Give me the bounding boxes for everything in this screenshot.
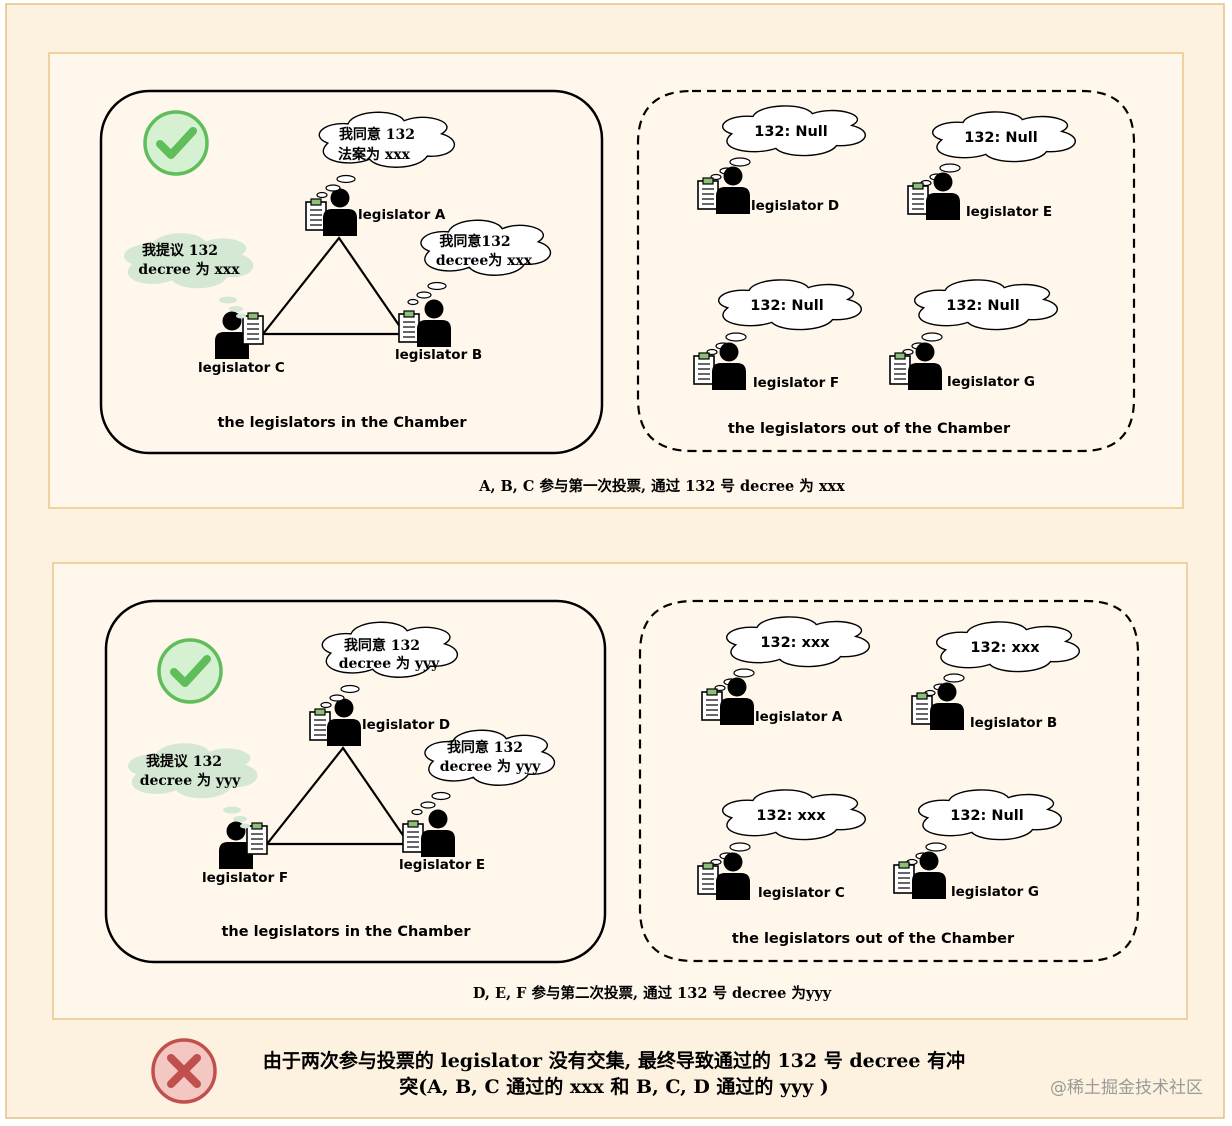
panel2-caption: D, E, F 参与第二次投票, 通过 132 号 decree 为yyy bbox=[473, 984, 832, 1002]
conclusion-line2: 突(A, B, C 通过的 xxx 和 B, C, D 通过的 yyy ) bbox=[399, 1075, 829, 1098]
panel1-thought-e: 132: Null bbox=[964, 130, 1038, 146]
panel1-chamber-box bbox=[99, 89, 604, 455]
panel1-thought-g: 132: Null bbox=[946, 298, 1020, 314]
check-circle-icon bbox=[157, 638, 223, 704]
panel1-thought-c-line2: decree 为 xxx bbox=[138, 261, 240, 278]
panel2-chamber-label: the legislators in the Chamber bbox=[221, 924, 471, 940]
panel2-thought-d-line2: decree 为 yyy bbox=[339, 655, 440, 672]
panel2-thought-d-line1: 我同意 132 bbox=[344, 637, 420, 654]
panel1-thought-c-line1: 我提议 132 bbox=[142, 243, 218, 259]
panel1-thought-b-line1: 我同意132 bbox=[439, 233, 510, 250]
panel2-triangle bbox=[264, 746, 412, 846]
panel1-legislator-c-label: legislator C bbox=[198, 360, 285, 376]
panel2-thought-e-line2: decree 为 yyy bbox=[440, 758, 541, 775]
panel1-outside-box bbox=[636, 89, 1136, 453]
panel1-thought-b-line2: decree为 xxx bbox=[436, 252, 533, 269]
panel2-outside-legislator-a-label: legislator A bbox=[755, 709, 843, 725]
panel2-outside-b: 132: xxx legislator B bbox=[912, 622, 1079, 731]
panel1-outside-legislator-d-label: legislator D bbox=[751, 198, 839, 214]
panel1-legislator-b-label: legislator B bbox=[395, 347, 482, 363]
panel2-thought-b: 132: xxx bbox=[970, 640, 1040, 656]
panel2-thought-d: 我同意 132 decree 为 yyy bbox=[321, 622, 457, 707]
panel1-legislator-a-label: legislator A bbox=[358, 207, 446, 223]
panel1-thought-a: 我同意 132 法案为 xxx bbox=[317, 112, 454, 197]
panel2-thought-e: 我同意 132 decree 为 yyy bbox=[412, 730, 554, 814]
panel1-thought-d: 132: Null bbox=[754, 124, 828, 140]
panel1-outside-legislator-e-label: legislator E bbox=[966, 204, 1052, 220]
panel2-thought-f: 我提议 132 decree 为 yyy bbox=[127, 743, 258, 829]
panel1-thought-a-line2: 法案为 xxx bbox=[338, 146, 411, 163]
panel1-thought-f: 132: Null bbox=[750, 298, 824, 314]
panel2-thought-f-line2: decree 为 yyy bbox=[140, 772, 241, 789]
panel2-outside-legislator-c-label: legislator C bbox=[758, 885, 845, 901]
watermark: @稀土掘金技术社区 bbox=[1050, 1078, 1203, 1098]
panel2-outside-g: 132: Null legislator G bbox=[894, 790, 1061, 900]
panel2-thought-c: 132: xxx bbox=[756, 808, 826, 824]
panel2-thought-g: 132: Null bbox=[950, 808, 1024, 824]
panel1-outside-legislator-f-label: legislator F bbox=[753, 375, 839, 391]
panel2-thought-f-line1: 我提议 132 bbox=[146, 754, 222, 770]
panel2-outside-box bbox=[638, 599, 1140, 963]
panel2-thought-a: 132: xxx bbox=[760, 635, 830, 651]
panel1-outside-d: 132: Null legislator D bbox=[698, 106, 865, 214]
cross-circle-icon bbox=[151, 1038, 217, 1104]
panel1-thought-b: 我同意132 decree为 xxx bbox=[408, 220, 550, 304]
panel1-thought-c: 我提议 132 decree 为 xxx bbox=[123, 233, 254, 319]
panel2-chamber-box bbox=[104, 599, 607, 964]
panel2-outside-a: 132: xxx legislator A bbox=[702, 617, 869, 725]
panel1-caption: A, B, C 参与第一次投票, 通过 132 号 decree 为 xxx bbox=[478, 477, 845, 495]
panel1-outside-f: 132: Null legislator F bbox=[694, 280, 861, 391]
panel2-outside-label: the legislators out of the Chamber bbox=[732, 931, 1015, 947]
panel2-legislator-f-label: legislator F bbox=[202, 870, 288, 886]
panel1-triangle bbox=[260, 236, 408, 336]
check-circle-icon bbox=[143, 110, 209, 176]
panel1-outside-g: 132: Null legislator G bbox=[890, 280, 1057, 390]
panel1-outside-e: 132: Null legislator E bbox=[908, 112, 1075, 220]
panel2-outside-legislator-b-label: legislator B bbox=[970, 715, 1057, 731]
panel1-outside-legislator-g-label: legislator G bbox=[947, 374, 1035, 390]
panel1-chamber-label: the legislators in the Chamber bbox=[217, 415, 467, 431]
panel1-thought-a-line1: 我同意 132 bbox=[339, 126, 415, 143]
conclusion-line1: 由于两次参与投票的 legislator 没有交集, 最终导致通过的 132 号… bbox=[263, 1049, 965, 1072]
panel2-legislator-d-label: legislator D bbox=[362, 717, 450, 733]
panel2-thought-e-line1: 我同意 132 bbox=[447, 739, 523, 756]
panel2-legislator-e-label: legislator E bbox=[399, 857, 485, 873]
panel2-outside-c: 132: xxx legislator C bbox=[698, 790, 865, 901]
panel2-outside-legislator-g-label: legislator G bbox=[951, 884, 1039, 900]
panel1-outside-label: the legislators out of the Chamber bbox=[728, 421, 1011, 437]
